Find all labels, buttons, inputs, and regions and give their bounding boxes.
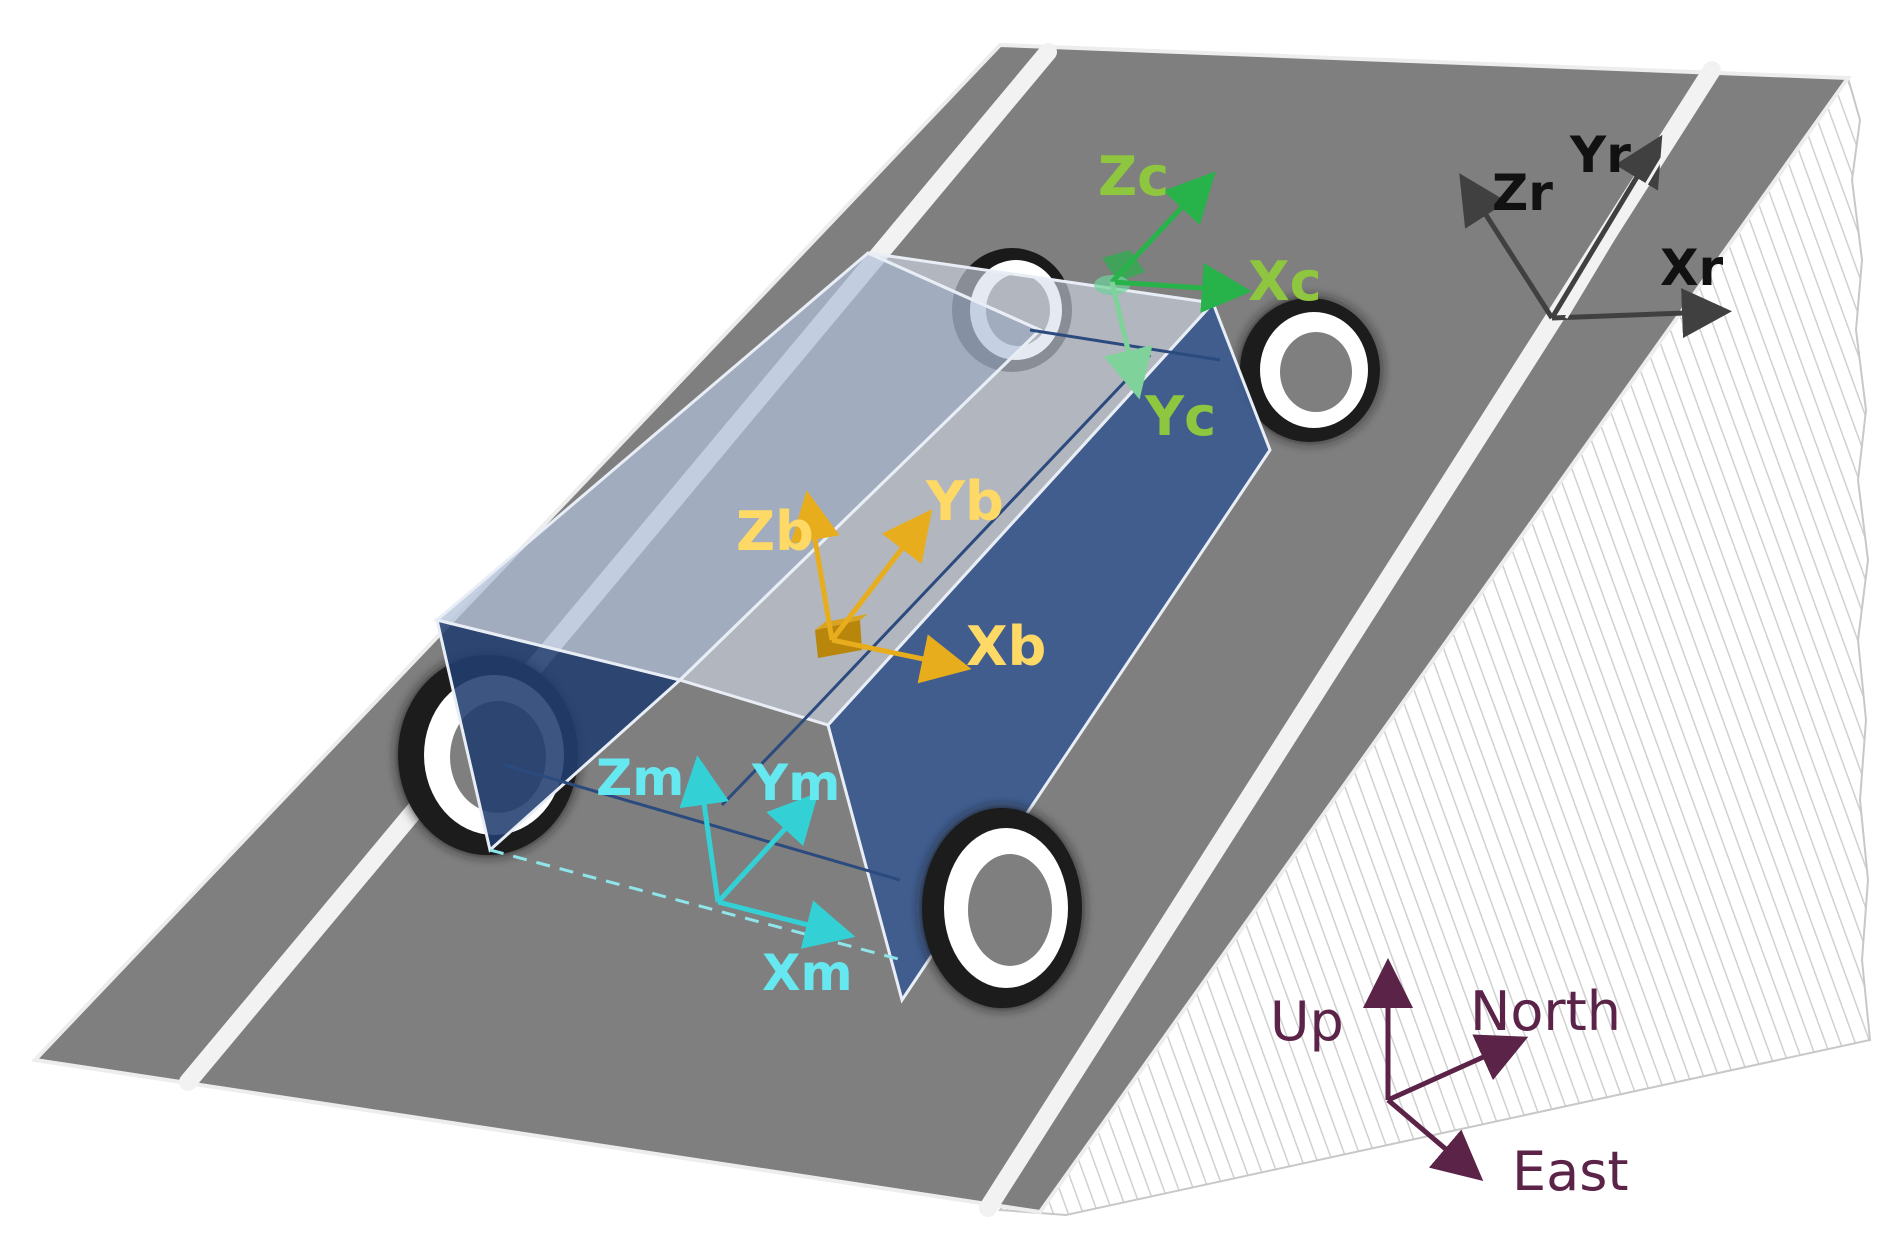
vehicle-top-right-panel [677,251,1217,727]
enu-north-label: North [1470,980,1621,1043]
vehicle-inner-line-front [504,763,901,882]
enu-up-label: Up [1270,990,1344,1053]
vehicle-z-label: Zm [596,749,684,807]
camera-y-label: Yc [1144,385,1216,448]
enu-frame: Up North East [1270,958,1629,1203]
enu-east-label: East [1512,1140,1629,1203]
vehicle-x-label: Xm [762,944,853,1002]
camera-z-label: Zc [1098,145,1169,208]
road-y-axis-inner [1564,157,1664,319]
road-z-axis [1459,173,1555,320]
vehicle-body [433,251,1272,1004]
wheel-rear-right [1240,298,1380,442]
vehicle-inner-line-bottom [720,722,802,807]
vehicle-y-label: Ym [751,754,840,812]
camera-x-label: Xc [1248,250,1322,313]
vehicle-z-axis [679,755,729,903]
road-x-label: Xr [1660,239,1724,297]
road-y-axis-outer [1549,134,1663,320]
vehicle-inner-line [798,353,1152,726]
enu-north-axis [1386,1034,1529,1103]
body-x-label: Xb [966,615,1046,678]
camera-frame: Zc Xc Yc [1098,145,1322,448]
vehicle-frame: Zm Ym Xm [596,749,856,1002]
body-z-axis [790,490,840,641]
body-frame: Zb Yb Xb [736,470,1046,684]
body-y-axis [830,509,933,642]
road-y-label: Yr [1569,126,1631,184]
body-y-label: Yb [925,470,1004,533]
road-z-label: Zr [1492,164,1553,222]
camera-z-axis [1110,171,1216,284]
wheel-front-right [922,808,1082,1008]
enu-east-axis [1386,1098,1484,1181]
camera-x-axis [1111,263,1252,313]
body-z-label: Zb [736,500,814,563]
camera-y-axis [1103,281,1153,400]
body-x-axis [831,634,972,684]
road-frame: Zr Yr Xr [1459,126,1732,339]
vehicle-y-axis [716,792,819,904]
vehicle-x-axis [717,899,856,949]
road-x-axis [1551,288,1732,339]
lane-marking-right [979,61,1721,1217]
